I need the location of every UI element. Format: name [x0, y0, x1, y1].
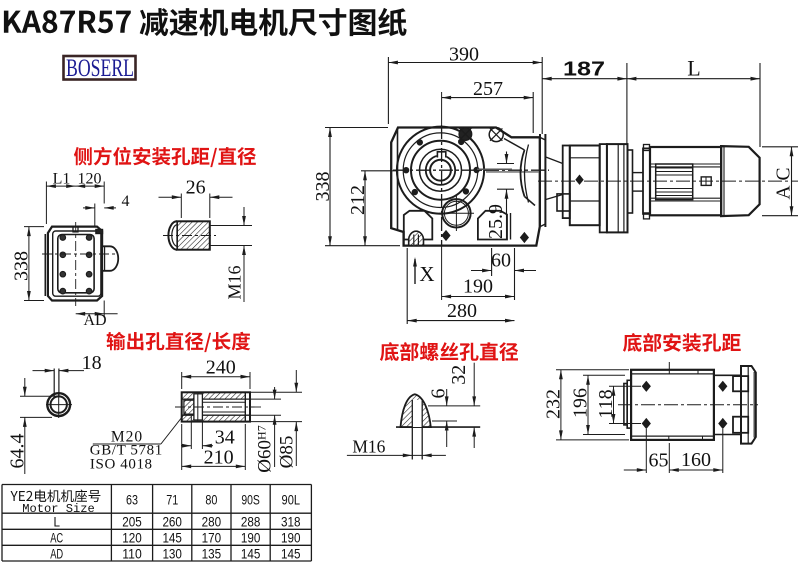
svg-text:187: 187 [563, 59, 605, 81]
svg-text:M16: M16 [352, 436, 385, 456]
svg-text:90L: 90L [282, 492, 301, 508]
svg-text:135: 135 [202, 546, 222, 561]
svg-text:257: 257 [473, 78, 503, 100]
svg-text:AC: AC [774, 162, 795, 199]
svg-text:110: 110 [122, 546, 142, 561]
svg-text:60: 60 [491, 250, 511, 272]
svg-text:BOSERL: BOSERL [66, 53, 134, 82]
svg-text:80: 80 [205, 492, 217, 508]
svg-text:210: 210 [204, 447, 234, 469]
svg-text:18: 18 [82, 352, 102, 374]
svg-text:M16: M16 [225, 265, 245, 299]
svg-text:ISO 4018: ISO 4018 [90, 457, 153, 473]
svg-text:338: 338 [312, 172, 334, 202]
svg-text:32: 32 [448, 365, 470, 385]
svg-text:4: 4 [122, 193, 130, 210]
svg-text:AC: AC [50, 531, 63, 546]
svg-text:120: 120 [78, 171, 102, 188]
svg-text:145: 145 [281, 546, 301, 561]
svg-text:196: 196 [570, 388, 592, 418]
svg-text:390: 390 [449, 44, 479, 66]
svg-text:212: 212 [347, 185, 369, 215]
svg-text:L1: L1 [53, 171, 71, 188]
svg-text:280: 280 [202, 515, 222, 530]
svg-text:170: 170 [202, 531, 222, 546]
svg-text:338: 338 [11, 251, 33, 281]
svg-text:260: 260 [162, 515, 182, 530]
svg-text:L: L [53, 515, 60, 530]
svg-text:232: 232 [543, 389, 565, 419]
svg-text:65: 65 [649, 450, 669, 472]
svg-text:26: 26 [186, 177, 206, 199]
svg-text:34: 34 [215, 427, 235, 449]
svg-text:130: 130 [162, 546, 182, 561]
svg-text:288: 288 [241, 515, 261, 530]
svg-text:64.4: 64.4 [7, 434, 29, 469]
svg-text:Motor Size: Motor Size [22, 502, 95, 516]
svg-text:190: 190 [463, 276, 493, 298]
svg-text:118: 118 [595, 389, 617, 418]
svg-text:GB/T 5781: GB/T 5781 [90, 443, 163, 459]
svg-text:190: 190 [241, 531, 261, 546]
svg-text:90S: 90S [241, 492, 260, 508]
svg-text:6: 6 [428, 389, 450, 399]
svg-text:160: 160 [681, 449, 711, 471]
svg-text:71: 71 [166, 492, 178, 508]
svg-text:63: 63 [126, 492, 138, 508]
svg-text:X: X [419, 262, 434, 286]
svg-text:145: 145 [162, 531, 182, 546]
svg-text:145: 145 [241, 546, 261, 561]
svg-text:205: 205 [122, 515, 142, 530]
svg-text:Ø85: Ø85 [277, 436, 298, 469]
svg-text:25.9: 25.9 [485, 204, 507, 239]
svg-text:120: 120 [122, 531, 142, 546]
svg-text:L: L [687, 56, 700, 81]
svg-text:280: 280 [447, 300, 477, 322]
svg-text:AD: AD [50, 546, 63, 561]
svg-text:M20: M20 [111, 429, 143, 446]
svg-text:240: 240 [206, 357, 236, 379]
svg-text:318: 318 [281, 515, 301, 530]
svg-text:AD: AD [83, 312, 106, 329]
svg-text:190: 190 [281, 531, 301, 546]
